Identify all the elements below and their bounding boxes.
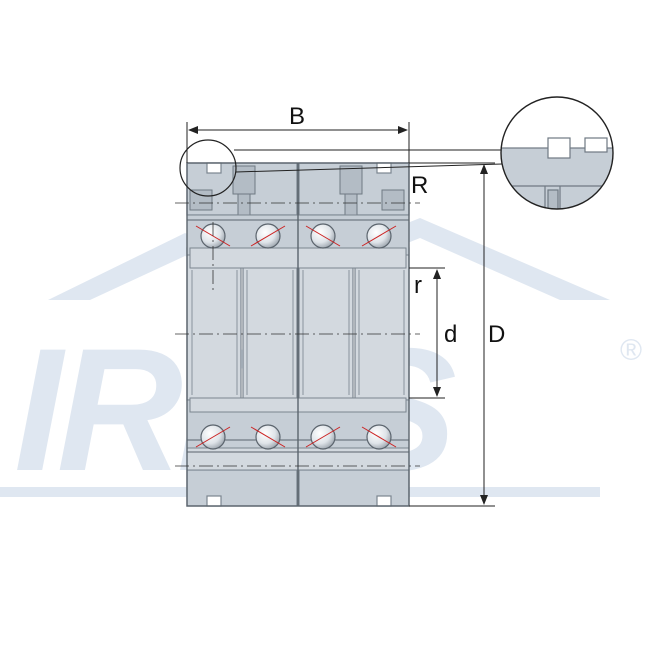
groove-top-1 [206,162,222,174]
lube-side-port-right [381,189,405,211]
dim-bore-label: d [444,321,457,348]
lube-port-stem-right [344,193,358,217]
inner-ring-4 [354,247,410,401]
detail-marker-circle [179,139,237,197]
zoom-ring-groove-2 [584,137,608,153]
lube-side-port-left [189,189,213,211]
lube-port-stem-left [237,193,251,217]
outer-ring-bottom-right [298,469,410,507]
inner-ring-3 [298,247,354,401]
dimension-lines [186,122,503,507]
centre-lines [175,202,420,467]
zoom-ring-groove-1 [547,137,571,159]
dim-outer-chamfer-label: R [411,172,428,199]
inner-ring-1 [186,247,242,401]
inner-ring-2 [242,247,298,401]
outer-ring-bottom-left [186,469,298,507]
inner-rings [186,247,410,401]
groove-bottom-2 [376,495,392,507]
zoom-detail [500,96,614,210]
lube-port-fitting-right [339,165,363,195]
dim-inner-chamfer-label: r [414,272,422,299]
dim-d-label: D [488,321,505,348]
zoom-leader-bottom [235,163,503,173]
dim-b-label: B [289,103,305,130]
groove-bottom-1 [206,495,222,507]
zoom-detail-circle [500,96,614,210]
inner-ring-grooves [191,270,405,395]
watermark-registered-mark: ® [620,334,642,367]
